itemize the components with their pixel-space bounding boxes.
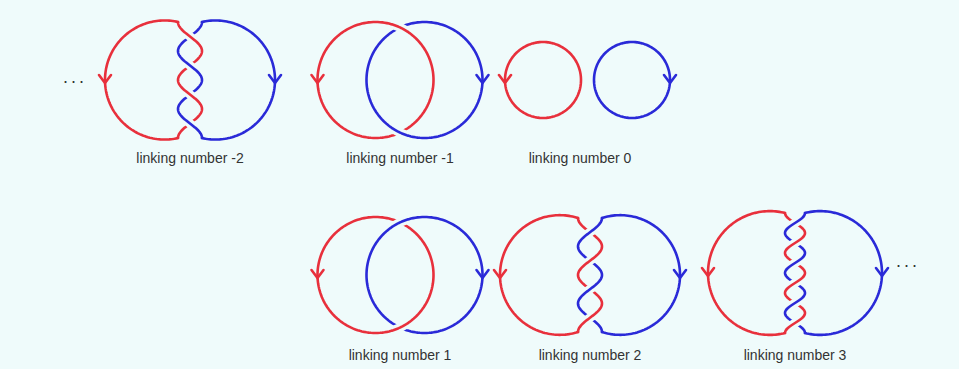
over-strand	[180, 86, 199, 103]
red-component	[318, 22, 434, 138]
over-strand	[787, 297, 803, 309]
crossing-gap	[392, 219, 408, 226]
orientation-arrow	[312, 75, 324, 83]
continuation-dots: ...	[896, 251, 920, 273]
crossing-gap	[580, 252, 599, 269]
blue-component	[594, 42, 670, 118]
link-caption: linking number -1	[346, 150, 453, 167]
link-caption: linking number -2	[136, 150, 243, 167]
crossing-gap	[580, 309, 599, 326]
blue-component	[367, 217, 483, 333]
over-strand	[787, 237, 803, 249]
crossing-gap	[787, 317, 803, 329]
red-component	[500, 215, 578, 335]
orientation-arrow	[312, 270, 324, 278]
blue-component	[202, 20, 275, 139]
orientation-arrow	[477, 270, 489, 278]
blue-component	[178, 22, 202, 138]
red-component	[318, 217, 434, 333]
link-caption: linking number 2	[539, 347, 642, 364]
blue-component	[578, 218, 602, 332]
crossing-gap	[580, 281, 599, 298]
crossing-gap	[787, 257, 803, 269]
red-component	[785, 213, 805, 333]
crossing-gap	[787, 277, 803, 289]
orientation-arrow	[99, 75, 111, 83]
over-strand	[180, 28, 199, 45]
crossing-gap	[787, 237, 803, 249]
over-strand	[180, 115, 199, 132]
crossing-gap	[180, 86, 199, 103]
link-caption: linking number 0	[529, 150, 632, 167]
orientation-arrow	[664, 75, 676, 83]
blue-component	[602, 215, 680, 335]
over-strand	[580, 281, 599, 298]
crossing-gap	[180, 57, 199, 74]
over-strand	[580, 252, 599, 269]
orientation-arrow	[477, 75, 489, 83]
orientation-arrow	[876, 268, 888, 276]
crossing-gap	[392, 128, 408, 135]
orientation-arrow	[702, 268, 714, 276]
red-component	[505, 42, 581, 118]
crossing-gap	[787, 217, 803, 229]
blue-component	[805, 211, 882, 335]
red-component	[708, 211, 785, 335]
link-caption: linking number 1	[349, 347, 452, 364]
red-component	[578, 218, 602, 332]
orientation-arrow	[674, 270, 686, 278]
crossing-gap	[787, 297, 803, 309]
over-strand	[787, 277, 803, 289]
over-strand	[787, 217, 803, 229]
over-strand	[392, 219, 408, 226]
link-caption: linking number 3	[744, 347, 847, 364]
over-strand	[787, 257, 803, 269]
orientation-arrow	[494, 270, 506, 278]
over-strand	[580, 309, 599, 326]
crossing-gap	[580, 224, 599, 241]
orientation-arrow	[269, 75, 281, 83]
blue-component	[367, 22, 483, 138]
crossing-gap	[180, 115, 199, 132]
over-strand	[392, 323, 408, 330]
over-strand	[180, 57, 199, 74]
continuation-dots: ...	[63, 67, 87, 89]
blue-component	[785, 213, 805, 333]
over-strand	[787, 317, 803, 329]
red-component	[178, 22, 202, 138]
over-strand	[580, 224, 599, 241]
orientation-arrow	[499, 75, 511, 83]
red-component	[105, 20, 178, 139]
crossing-gap	[392, 24, 408, 31]
crossing-gap	[180, 28, 199, 45]
over-strand	[392, 24, 408, 31]
crossing-gap	[392, 323, 408, 330]
over-strand	[392, 128, 408, 135]
